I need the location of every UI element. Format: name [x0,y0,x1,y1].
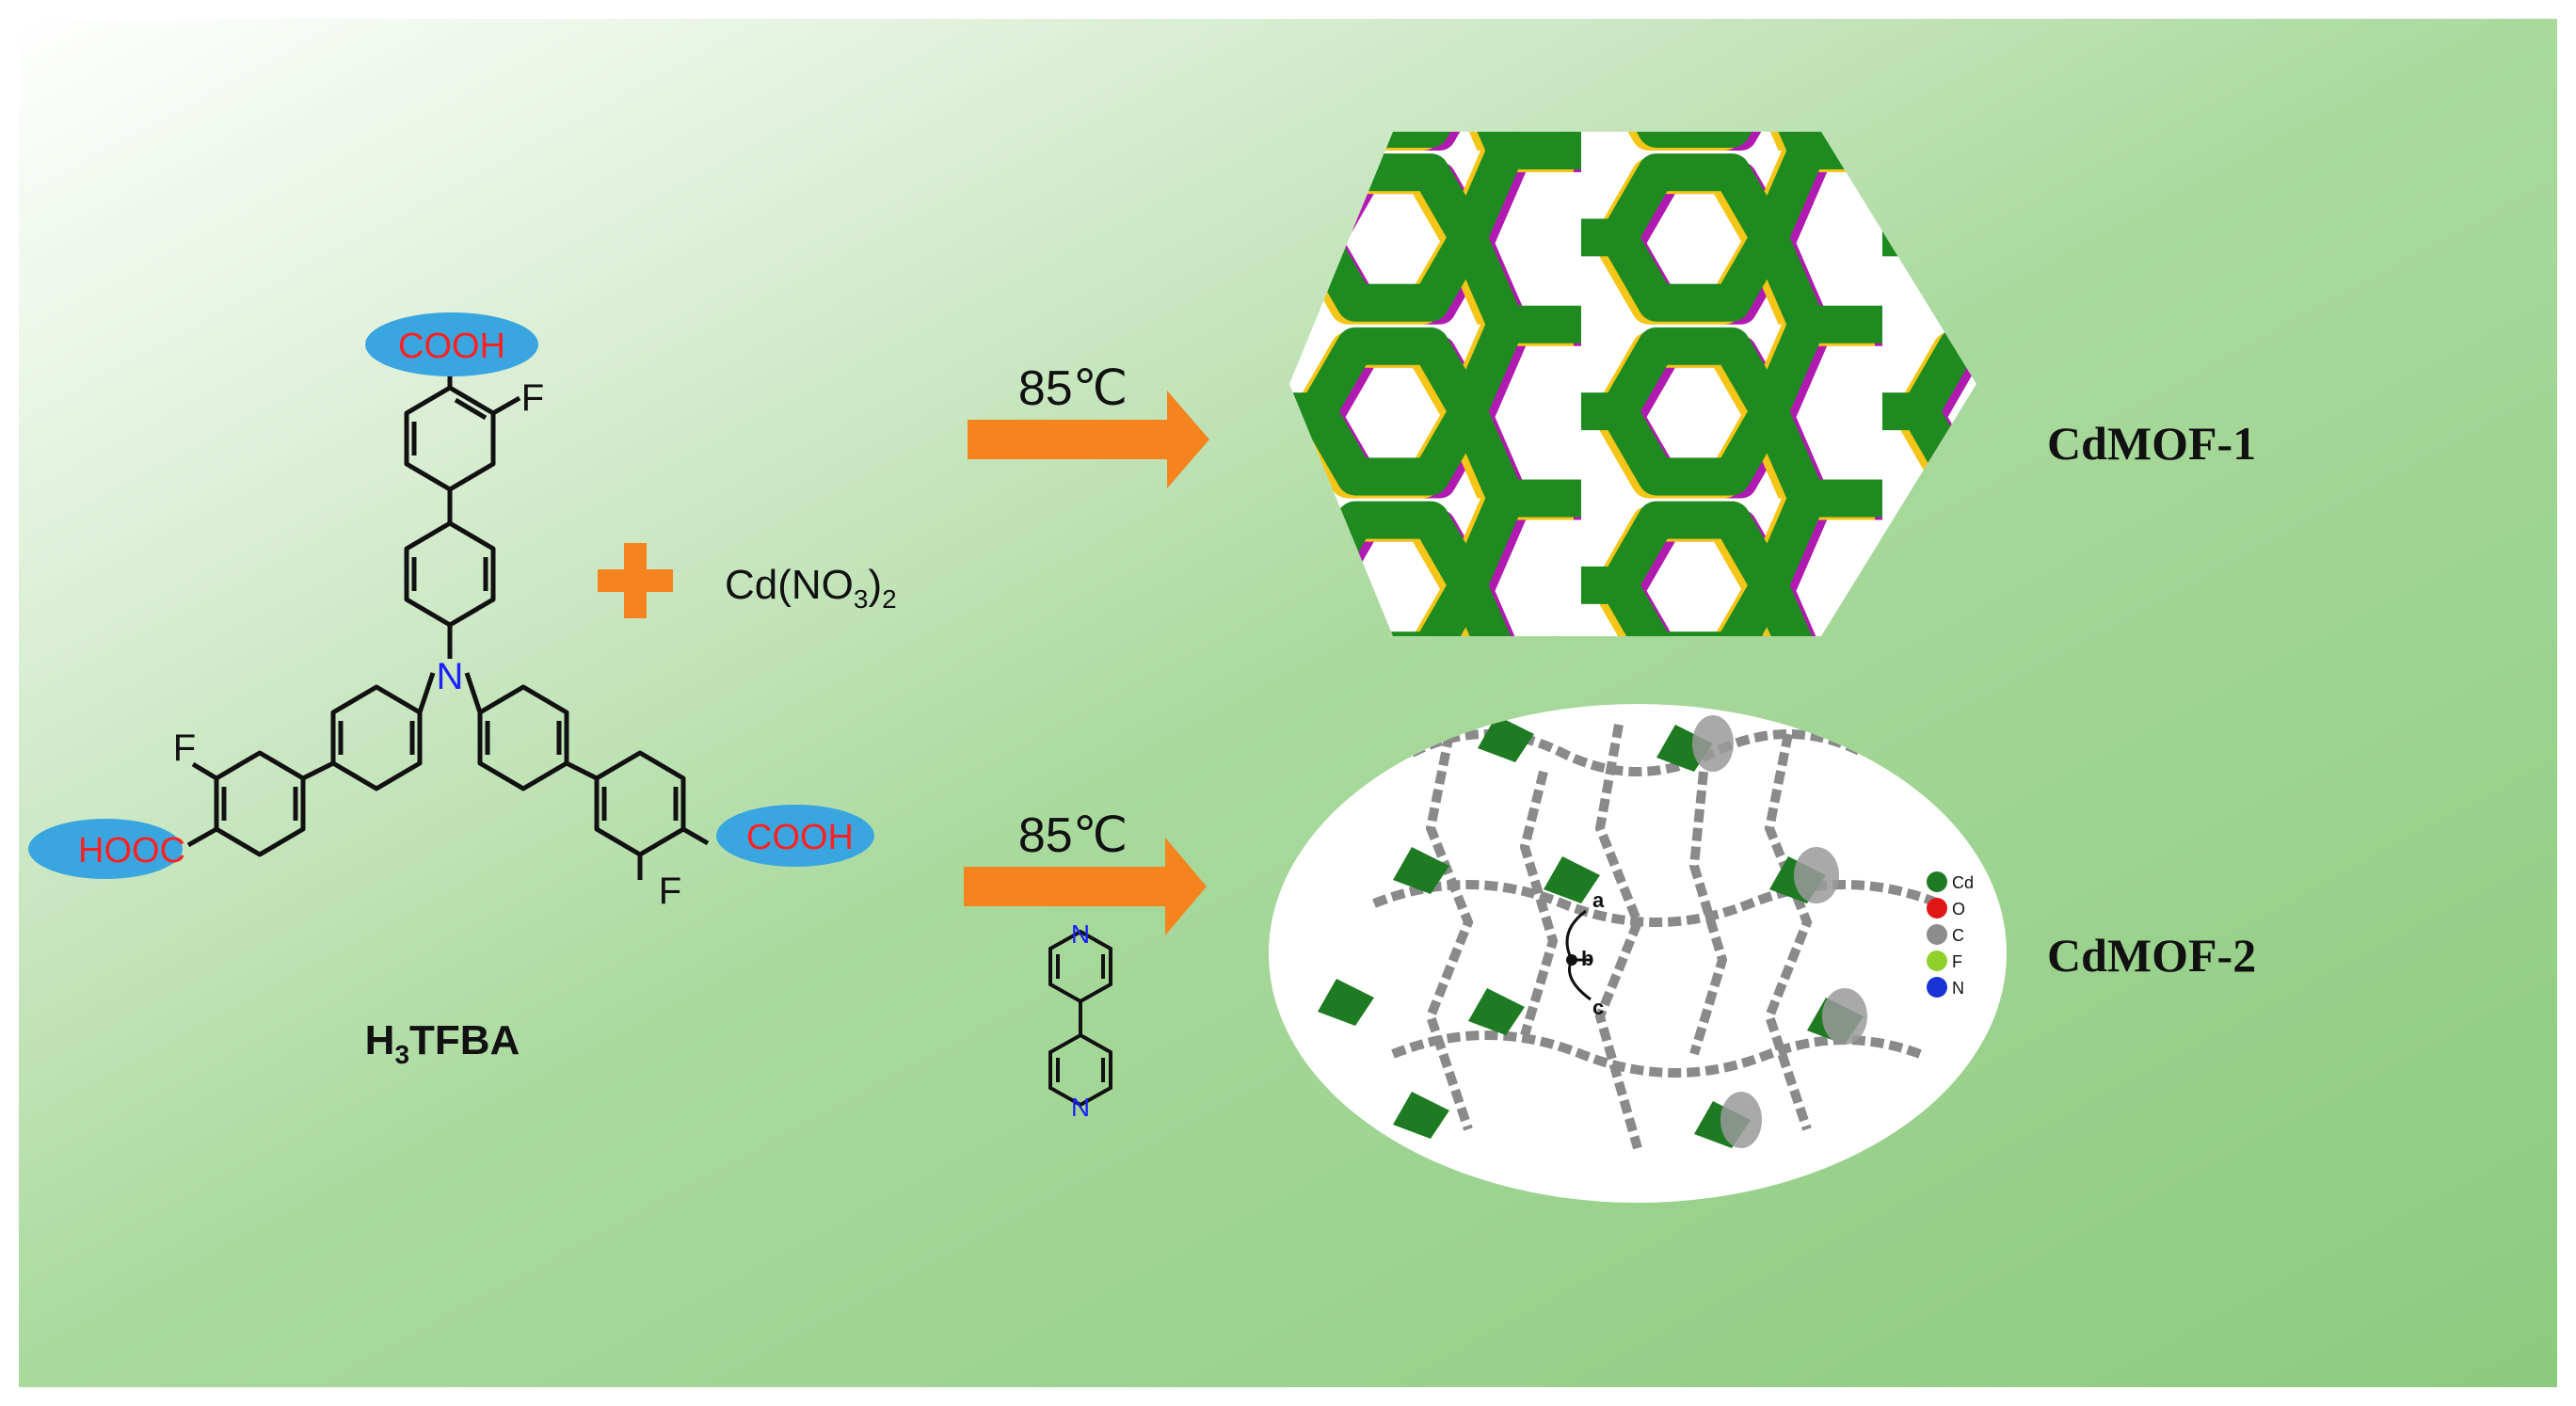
bipyridine-structure [1048,929,1112,1108]
cooh-top-label: COOH [398,327,505,366]
axis-c-label: c [1592,996,1604,1019]
legend-dot-cd [1927,871,1947,892]
product1-label: CdMOF-1 [2047,417,2256,470]
temperature-bottom: 85℃ [1018,808,1128,863]
right-arrow-icon [968,391,1209,488]
legend-dot-f [1927,951,1947,971]
acid-highlight-right [716,805,874,867]
legend-label-c: C [1952,926,1964,945]
temperature-top: 85℃ [1018,361,1128,416]
cooh-right-label: COOH [746,818,854,857]
axis-b-label: b [1581,947,1593,970]
legend-label-f: F [1952,952,1962,971]
bipy-n-top: N [1071,919,1090,949]
legend-dot-o [1927,898,1947,919]
background-gradient [19,19,2557,1387]
f-right-label: F [659,871,681,912]
ligand-structure [186,358,710,880]
f-top-label: F [521,377,544,419]
cdmof2-structure-image [1269,704,2007,1203]
f-left-label: F [173,727,196,769]
acid-highlight-left [28,819,183,879]
legend-dot-n [1927,977,1947,998]
product2-label: CdMOF-2 [2047,929,2256,982]
hooc-left-label: HOOC [78,831,185,871]
metal-salt-label: Cd(NO3)2 [725,562,897,614]
bipy-n-bottom: N [1071,1093,1090,1122]
element-legend: Cd O C F N [1927,871,1974,998]
right-arrow-icon [964,838,1207,935]
legend-label-cd: Cd [1952,873,1974,892]
axis-a-label: a [1592,888,1605,912]
legend-dot-c [1927,924,1947,945]
acid-highlight-top [365,312,538,376]
legend-label-o: O [1952,900,1965,919]
plus-icon [598,543,673,618]
n-center-label: N [437,656,464,697]
ligand-name: H3TFBA [365,1017,520,1069]
cdmof1-structure-image [1289,132,1976,636]
legend-label-n: N [1952,979,1964,998]
